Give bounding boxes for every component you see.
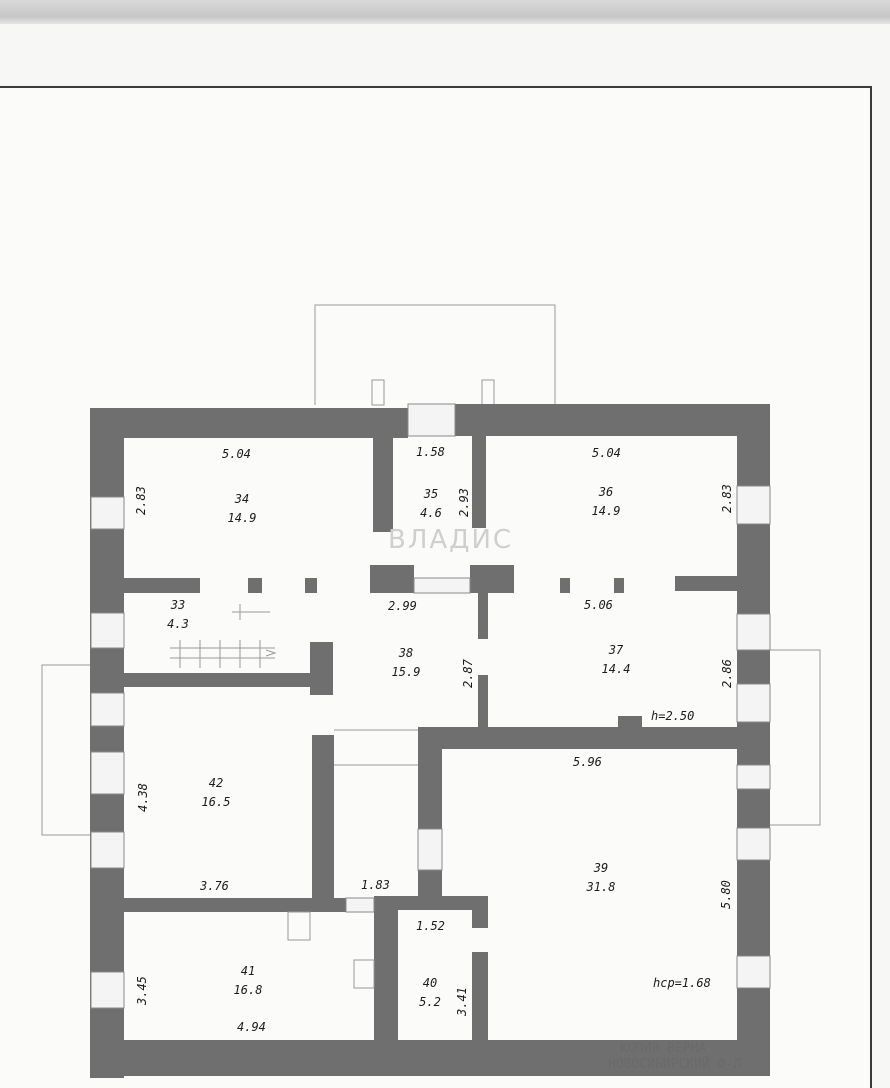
dim-35-height: 2.93 bbox=[457, 488, 471, 517]
ceiling-height-note: h=2.50 bbox=[651, 709, 694, 723]
stamp-line-2: НОВОСИБИРСКИЙ Ф-Л bbox=[608, 1056, 741, 1072]
room-labels: 34 14.9 35 4.6 36 14.9 33 4.3 38 15.9 37… bbox=[167, 485, 630, 1009]
dim-40-width: 1.52 bbox=[416, 919, 445, 933]
dim-35-width: 1.58 bbox=[416, 445, 445, 459]
room-37-area: 14.4 bbox=[602, 662, 631, 676]
stamp-line-1: КОПИЯ ВЕРНА bbox=[620, 1041, 706, 1056]
stairs bbox=[170, 604, 277, 668]
dim-41-height: 3.45 bbox=[135, 976, 149, 1006]
porch-outline bbox=[314, 304, 556, 406]
avg-height-note: hcp=1.68 bbox=[653, 976, 711, 990]
room-37-number: 37 bbox=[608, 643, 624, 657]
dim-38-height: 2.87 bbox=[461, 658, 475, 688]
room-41-number: 41 bbox=[241, 964, 255, 978]
dim-38-width: 2.99 bbox=[388, 599, 417, 613]
dimension-labels: 5.04 2.83 1.58 2.93 5.04 2.83 2.99 2.87 … bbox=[134, 445, 734, 1034]
room-34-number: 34 bbox=[234, 492, 249, 506]
interior-walls bbox=[124, 432, 770, 1076]
top-bar bbox=[0, 0, 890, 24]
room-35-area: 4.6 bbox=[420, 506, 442, 520]
room-42-number: 42 bbox=[209, 776, 223, 790]
dim-36-height: 2.83 bbox=[720, 484, 734, 513]
room-39-area: 31.8 bbox=[586, 880, 616, 894]
dim-39-height: 5.80 bbox=[719, 880, 733, 909]
dim-41-width: 4.94 bbox=[237, 1020, 266, 1034]
room-40-area: 5.2 bbox=[419, 995, 441, 1009]
room-34-area: 14.9 bbox=[228, 511, 257, 525]
watermark: ВЛАДИС bbox=[388, 525, 513, 555]
outer-walls bbox=[90, 404, 770, 1078]
room-33-area: 4.3 bbox=[167, 617, 189, 631]
dim-34-height: 2.83 bbox=[134, 486, 148, 515]
room-41-area: 16.8 bbox=[234, 983, 263, 997]
room-39-number: 39 bbox=[593, 861, 608, 875]
dim-42-width: 3.76 bbox=[199, 879, 229, 893]
room-42-area: 16.5 bbox=[202, 795, 231, 809]
dim-hall-width: 1.83 bbox=[361, 878, 390, 892]
dim-36-width: 5.04 bbox=[592, 446, 621, 460]
dim-40-height: 3.41 bbox=[455, 987, 469, 1017]
annex-outlines bbox=[41, 649, 821, 836]
windows bbox=[90, 403, 771, 1009]
room-36-number: 36 bbox=[598, 485, 613, 499]
room-36-area: 14.9 bbox=[592, 504, 621, 518]
dim-34-width: 5.04 bbox=[222, 447, 251, 461]
dim-39-width: 5.96 bbox=[573, 755, 602, 769]
copy-stamp: КОПИЯ ВЕРНА НОВОСИБИРСКИЙ Ф-Л bbox=[608, 1041, 741, 1072]
room-35-number: 35 bbox=[423, 487, 438, 501]
room-38-area: 15.9 bbox=[392, 665, 421, 679]
room-33-number: 33 bbox=[170, 598, 185, 612]
room-40-number: 40 bbox=[423, 976, 437, 990]
dim-37-height: 2.86 bbox=[720, 659, 734, 688]
dim-42-height: 4.38 bbox=[136, 783, 150, 812]
openings bbox=[287, 577, 471, 989]
room-38-number: 38 bbox=[398, 646, 413, 660]
dim-37-width: 5.06 bbox=[584, 598, 613, 612]
